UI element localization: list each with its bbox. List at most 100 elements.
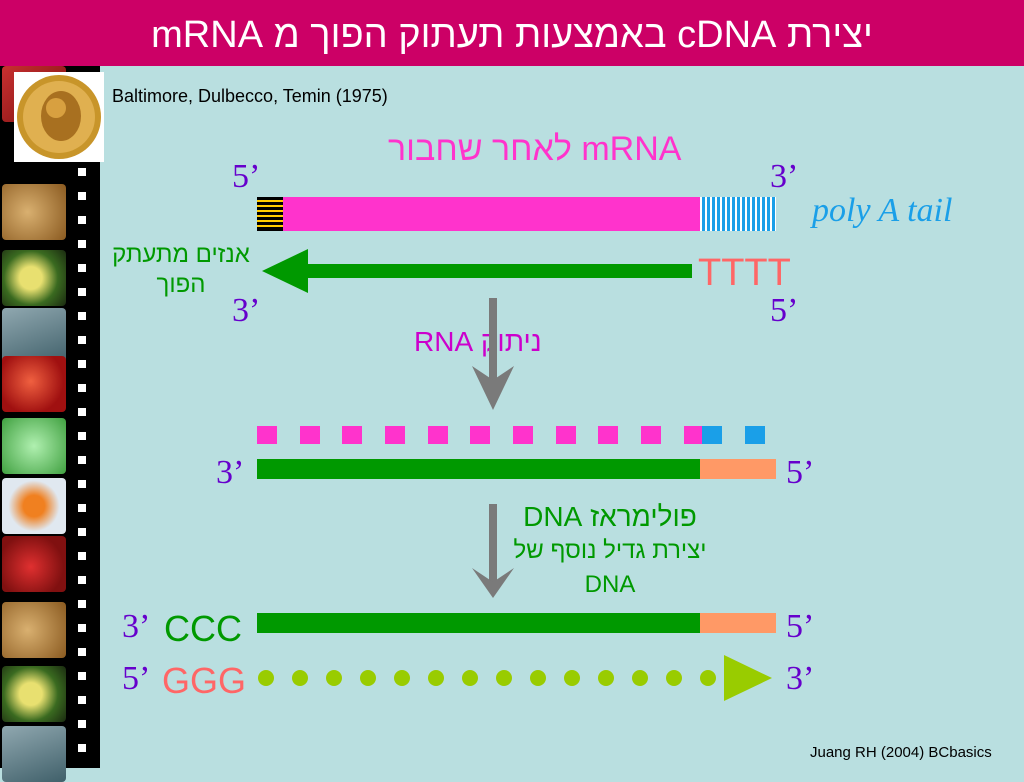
five-prime-cap-icon bbox=[257, 197, 283, 231]
poly-t-tail-row2 bbox=[700, 459, 776, 479]
film-perforation bbox=[78, 408, 86, 416]
film-perforation bbox=[78, 360, 86, 368]
citation-bottom: Juang RH (2004) BCbasics bbox=[810, 744, 992, 761]
rna-fragment bbox=[470, 426, 490, 444]
nucleotide-dot bbox=[360, 670, 376, 686]
rna-fragment bbox=[641, 426, 661, 444]
poly-a-stripe bbox=[707, 197, 710, 231]
film-perforation bbox=[78, 648, 86, 656]
nucleotide-dot bbox=[598, 670, 614, 686]
film-perforation bbox=[78, 456, 86, 464]
nucleotide-dot bbox=[292, 670, 308, 686]
poly-a-stripe bbox=[747, 197, 750, 231]
cdna-5-prime-label: 5’ bbox=[770, 292, 799, 329]
avocado-icon bbox=[2, 666, 66, 722]
rna-fragment bbox=[598, 426, 618, 444]
rna-fragment bbox=[513, 426, 533, 444]
ccc-label: CCC bbox=[164, 608, 242, 649]
poly-a-stripe bbox=[742, 197, 745, 231]
bread-icon bbox=[2, 184, 66, 240]
nucleotide-dot bbox=[462, 670, 478, 686]
film-perforation bbox=[78, 240, 86, 248]
poly-a-tail-label: poly A tail bbox=[812, 192, 953, 229]
enzyme-label-line1: אנזים מתעתק bbox=[112, 241, 250, 268]
reverse-transcriptase-label: אנזים מתעתק הפוך bbox=[100, 240, 262, 300]
nucleotide-dot bbox=[666, 670, 682, 686]
rna-fragment bbox=[556, 426, 576, 444]
film-perforation bbox=[78, 288, 86, 296]
nucleotide-dot bbox=[394, 670, 410, 686]
film-perforation bbox=[78, 672, 86, 680]
poly-a-stripe bbox=[732, 197, 735, 231]
row4-5-prime-label: 5’ bbox=[122, 660, 151, 697]
down-arrow-icon bbox=[472, 298, 514, 410]
filmstrip-icon bbox=[0, 66, 100, 782]
nucleotide-dot bbox=[326, 670, 342, 686]
poly-a-stripe bbox=[722, 197, 725, 231]
row2-5-prime-label: 5’ bbox=[786, 454, 815, 491]
mrna-strand bbox=[257, 197, 776, 231]
nucleotide-dot bbox=[564, 670, 580, 686]
rna-fragment bbox=[428, 426, 448, 444]
second-strand-synthesis bbox=[258, 670, 716, 686]
tttt-primer-label: TTTT bbox=[698, 252, 791, 294]
cdna-3-prime-label: 3’ bbox=[232, 292, 261, 329]
mrna-5-prime-label: 5’ bbox=[232, 158, 261, 195]
cdna-strand-row2 bbox=[257, 459, 700, 479]
row3-3-prime-label: 3’ bbox=[122, 608, 151, 645]
poly-a-stripe bbox=[767, 197, 770, 231]
nucleotide-dot bbox=[632, 670, 648, 686]
row4-3-prime-label: 3’ bbox=[786, 660, 815, 697]
poly-a-stripe bbox=[757, 197, 760, 231]
film-perforation bbox=[78, 264, 86, 272]
film-perforation bbox=[78, 600, 86, 608]
mrna-body bbox=[283, 197, 700, 231]
cell-icon bbox=[2, 418, 66, 474]
step2-line3: DNA bbox=[584, 571, 636, 598]
film-perforation bbox=[78, 720, 86, 728]
poly-a-stripe bbox=[752, 197, 755, 231]
step2-line1: פולימראז DNA bbox=[523, 501, 697, 532]
butterfly-icon bbox=[2, 478, 66, 534]
right-arrow-icon bbox=[724, 655, 772, 701]
cdna-strand bbox=[306, 264, 692, 278]
film-perforation bbox=[78, 576, 86, 584]
film-perforation bbox=[78, 504, 86, 512]
film-perforation bbox=[78, 624, 86, 632]
down-arrow-icon bbox=[472, 504, 514, 598]
rna-fragment bbox=[702, 426, 722, 444]
avocado-icon bbox=[2, 250, 66, 306]
ggg-label: GGG bbox=[162, 660, 247, 701]
poly-a-stripe bbox=[772, 197, 775, 231]
nobel-medal-icon bbox=[14, 72, 104, 162]
film-perforation bbox=[78, 384, 86, 392]
poly-a-stripe bbox=[727, 197, 730, 231]
rna-removal-label: ניתוק RNA bbox=[414, 326, 542, 357]
poly-a-stripe bbox=[737, 197, 740, 231]
degraded-rna-fragments bbox=[257, 426, 765, 444]
film-perforation bbox=[78, 552, 86, 560]
film-perforation bbox=[78, 192, 86, 200]
nucleotide-dot bbox=[530, 670, 546, 686]
mrna-heading: mRNA לאחר שחבור bbox=[388, 130, 682, 168]
rna-fragment bbox=[342, 426, 362, 444]
dna-polymerase-label: פולימראז DNA יצירת גדיל נוסף של DNA bbox=[490, 500, 730, 602]
film-perforation bbox=[78, 696, 86, 704]
citation-top: Baltimore, Dulbecco, Temin (1975) bbox=[112, 86, 388, 106]
cdna-strand-row3 bbox=[257, 613, 700, 633]
nucleotide-dot bbox=[428, 670, 444, 686]
poly-t-tail-row3 bbox=[700, 613, 776, 633]
nucleotide-dot bbox=[258, 670, 274, 686]
rna-fragment bbox=[385, 426, 405, 444]
film-perforation bbox=[78, 480, 86, 488]
film-perforation bbox=[78, 744, 86, 752]
rna-fragment bbox=[745, 426, 765, 444]
strawberry-icon bbox=[2, 536, 66, 592]
poly-a-stripe bbox=[712, 197, 715, 231]
apple-icon bbox=[2, 356, 66, 412]
nucleotide-dot bbox=[496, 670, 512, 686]
poly-a-tail bbox=[700, 197, 776, 231]
title-bar bbox=[0, 0, 1024, 66]
film-perforation bbox=[78, 216, 86, 224]
slide-title: יצירת cDNA באמצעות תעתוק הפוך מ mRNA bbox=[151, 14, 873, 56]
